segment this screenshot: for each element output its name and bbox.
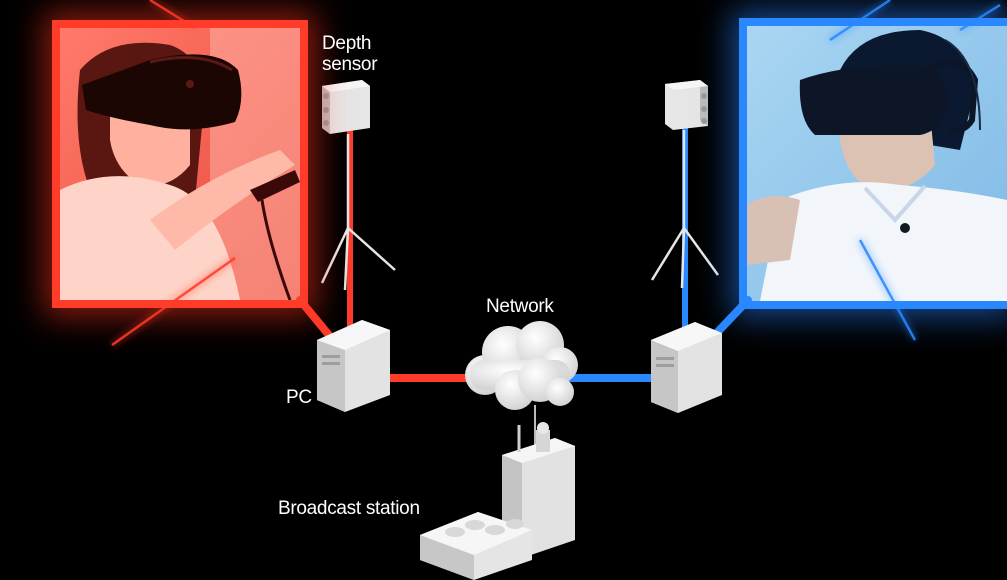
pc-label: PC <box>286 387 312 408</box>
right-tripod <box>650 130 720 289</box>
left-pc <box>317 320 390 412</box>
network-label: Network <box>486 296 554 317</box>
right-photo-frame <box>739 18 1007 309</box>
depth-sensor-label-line2: sensor <box>322 54 378 75</box>
depth-sensor-label: Depth sensor <box>322 33 378 75</box>
right-user-photo <box>747 26 1007 301</box>
depth-sensor-label-line1: Depth <box>322 33 372 54</box>
left-user-photo <box>60 28 300 301</box>
broadcast-station-label: Broadcast station <box>278 498 420 519</box>
right-depth-sensor <box>665 80 708 130</box>
left-depth-sensor <box>322 80 370 134</box>
broadcast-station <box>420 422 575 580</box>
network-cloud <box>465 321 578 410</box>
left-tripod <box>320 134 396 291</box>
right-pc <box>651 322 722 413</box>
left-photo-frame <box>52 20 308 308</box>
